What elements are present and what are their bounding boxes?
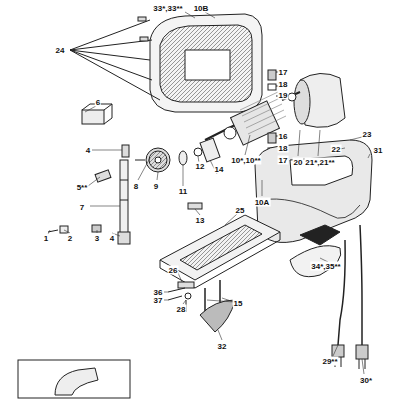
callout-number: 11 [178,187,188,196]
callout-number: 24 [55,46,66,55]
housing-10a [255,140,372,242]
housing-half [150,14,262,112]
power-cord [332,225,368,369]
callout-number: 26 [168,266,179,275]
armature [205,92,300,145]
callout-number: 20 [293,158,304,167]
callout-number: 37 [153,296,164,305]
callout-number: 34*,35** [310,262,341,271]
gear-train [135,138,220,172]
callout-number: 4 [109,234,115,243]
callout-number: 6 [95,98,101,107]
leader-lines [48,12,370,374]
callout-number: 10B [193,4,210,13]
callout-number: 10A [254,198,271,207]
callout-number: 8 [133,182,139,191]
callout-number: 32 [217,342,228,351]
inset-box [18,360,130,398]
side-cover [290,246,341,277]
callout-number: 13 [195,216,206,225]
callout-number: 29** [321,357,338,366]
callout-number: 17 [278,68,289,77]
dust-cover [200,300,235,332]
callout-number: 1 [43,234,49,243]
callout-number: 21*,21** [304,158,335,167]
callout-number: 16 [278,132,289,141]
callout-number: 17 [278,156,289,165]
callout-number: 7 [79,203,85,212]
plunger-assembly [48,104,130,244]
callout-number: 14 [214,165,225,174]
callout-number: 4 [85,146,91,155]
handle-opening [290,156,353,185]
callout-number: 10*,10** [230,156,261,165]
screws [70,17,160,100]
handle-hole [185,50,230,80]
callout-number: 2 [67,234,73,243]
callout-number: 3 [94,234,100,243]
label-plate [300,225,340,245]
callout-number: 19 [278,91,289,100]
base-plate [160,203,280,288]
callout-number: 33*,33** [152,4,183,13]
callout-number: 15 [233,299,244,308]
callout-number: 23 [362,130,373,139]
callout-number: 12 [195,162,206,171]
callout-number: 22 [331,145,342,154]
callout-number: 25 [235,206,246,215]
callout-number: 30* [359,376,373,385]
callout-number: 18 [278,80,289,89]
housing-ribs [160,25,252,102]
callout-number: 9 [153,182,159,191]
callout-number: 18 [278,144,289,153]
callout-number: 31 [373,146,384,155]
motor-cap-rim [294,80,310,124]
callout-number: 28 [176,305,187,314]
callout-number: 5** [76,183,89,192]
